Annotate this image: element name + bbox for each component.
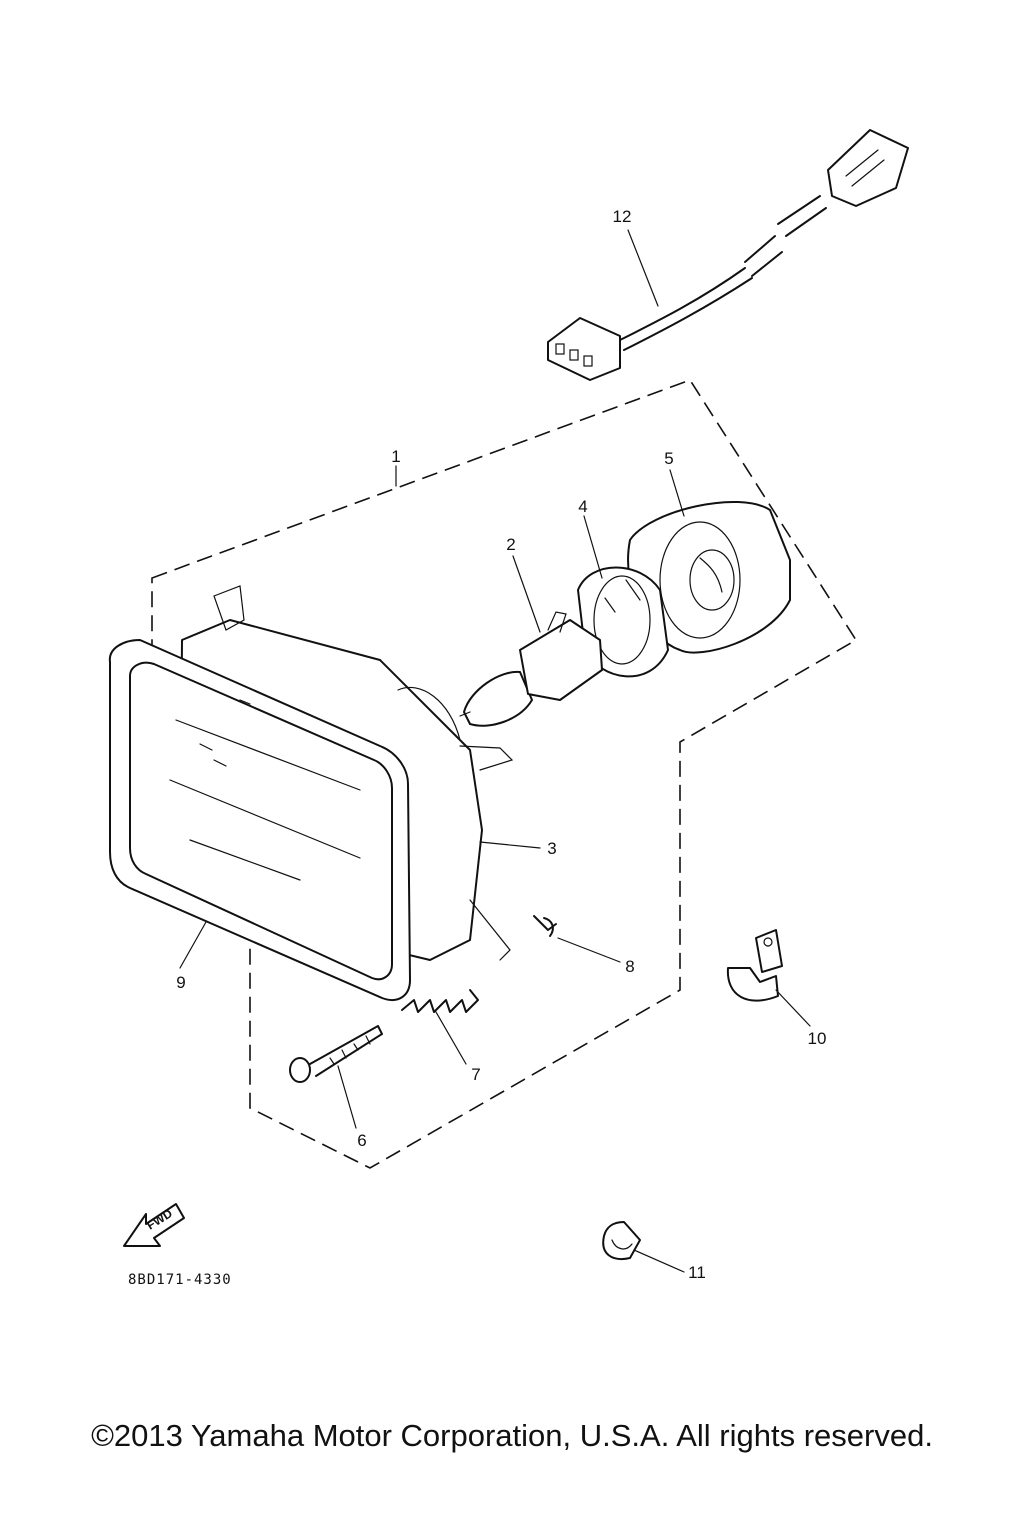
fwd-arrow-icon: FWD [123, 1203, 185, 1247]
callout-6: 6 [357, 1131, 366, 1150]
assembly-outline [151, 379, 858, 1169]
copyright-notice: ©2013 Yamaha Motor Corporation, U.S.A. A… [91, 1418, 933, 1453]
callout-2: 2 [506, 535, 515, 554]
callout-12: 12 [613, 207, 632, 226]
leader-lines [179, 229, 811, 1273]
callout-9: 9 [176, 973, 185, 992]
callout-labels: 1 2 3 4 5 6 7 8 9 10 11 12 [176, 207, 826, 1282]
callout-3: 3 [547, 839, 556, 858]
part-11-clip [602, 1221, 641, 1260]
diagram-part-number: 8BD171-4330 [128, 1272, 232, 1288]
callout-10: 10 [808, 1029, 827, 1048]
part-2-bulb [459, 611, 603, 727]
callout-11: 11 [688, 1263, 706, 1282]
callout-4: 4 [578, 497, 587, 516]
part-8-clip [533, 915, 557, 937]
part-10-clamp [726, 929, 783, 1002]
callout-8: 8 [625, 957, 634, 976]
part-6-screw [289, 1025, 383, 1083]
part-7-spring [401, 989, 479, 1013]
part-9-headlight-rim [108, 639, 411, 1001]
callout-1: 1 [391, 447, 400, 466]
callout-7: 7 [471, 1065, 480, 1084]
part-12-wire-harness [547, 129, 909, 381]
callout-5: 5 [664, 449, 673, 468]
